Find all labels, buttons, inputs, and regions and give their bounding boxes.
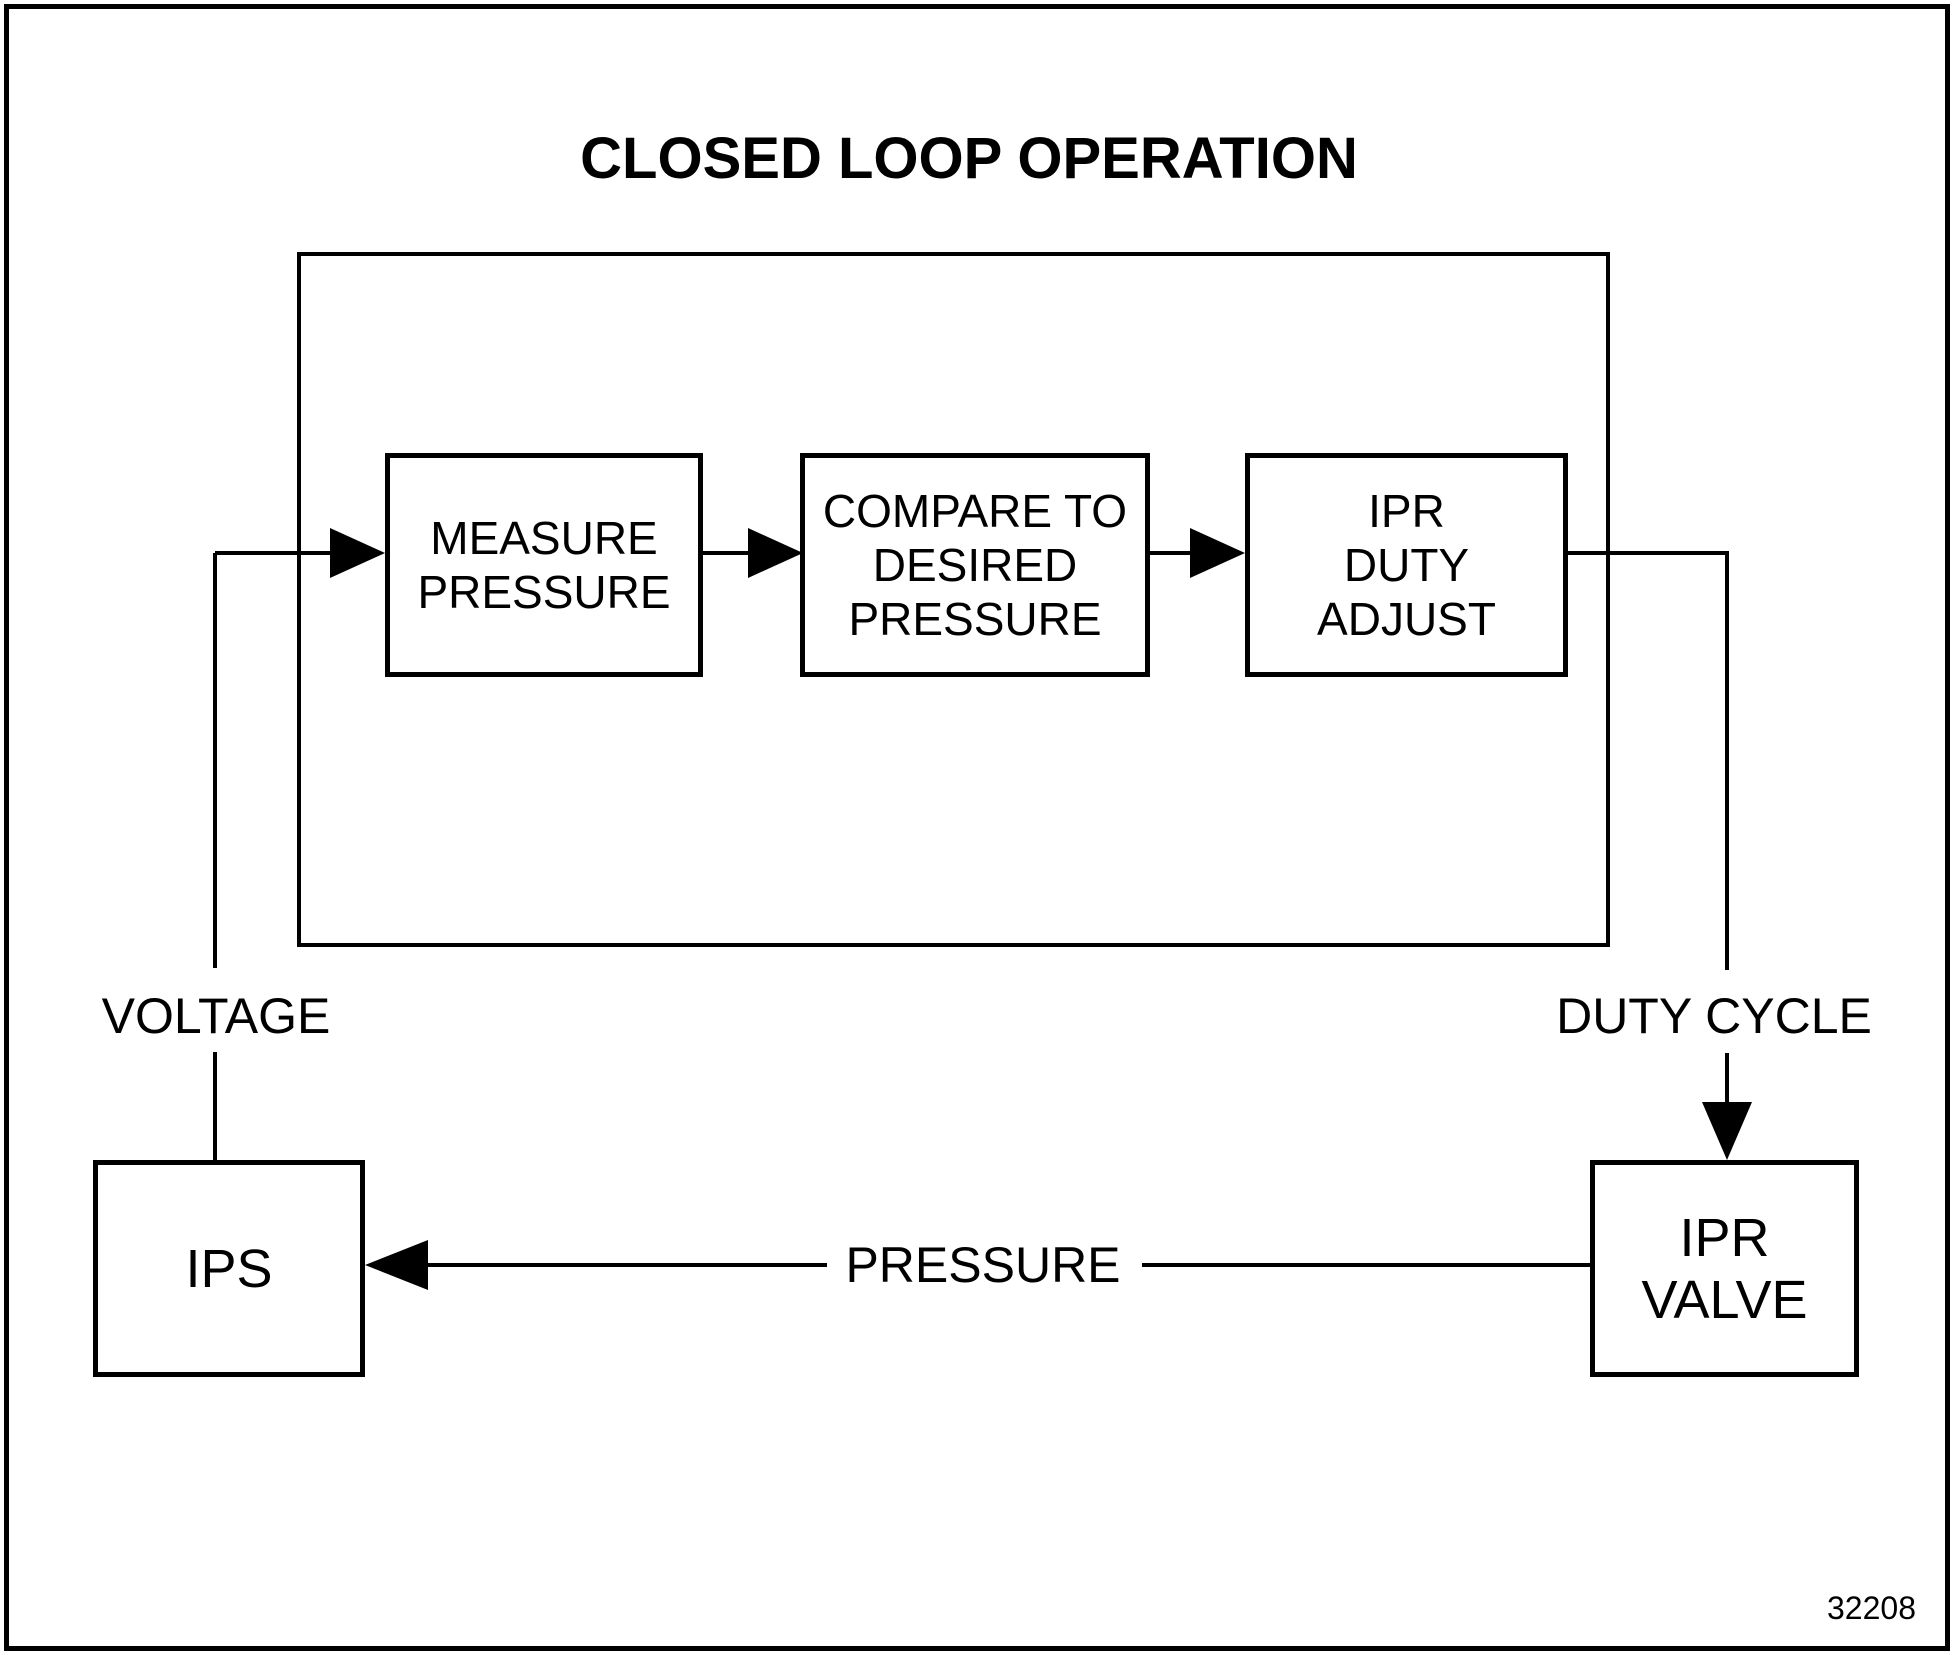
voltage-line-horizontal-segment <box>215 551 335 555</box>
voltage-line-upper-segment <box>213 553 217 968</box>
voltage-line-lower-segment <box>213 1052 217 1160</box>
compare-to-desired-pressure-label: COMPARE TO DESIRED PRESSURE <box>822 485 1128 645</box>
ips-label: IPS <box>185 1238 273 1299</box>
pressure-label: PRESSURE <box>845 1237 1121 1293</box>
measure-to-compare-line <box>703 551 753 555</box>
ipr-valve-label: IPR VALVE <box>1641 1207 1808 1330</box>
diagram-title: CLOSED LOOP OPERATION <box>580 126 1358 191</box>
duty-cycle-line-lower-segment <box>1725 1053 1729 1103</box>
arrowhead-into-ipr-duty-adjust <box>1190 528 1245 578</box>
arrowhead-into-compare <box>748 528 803 578</box>
control-loop-rect <box>297 252 1610 947</box>
arrowhead-into-ips <box>365 1240 428 1290</box>
duty-cycle-label: DUTY CYCLE <box>1556 988 1872 1044</box>
measure-pressure-box: MEASURE PRESSURE <box>385 453 703 677</box>
measure-pressure-label: MEASURE PRESSURE <box>417 512 671 618</box>
ipr-duty-adjust-label: IPR DUTY ADJUST <box>1317 485 1496 645</box>
pressure-line-left-segment <box>428 1263 827 1267</box>
arrowhead-into-measure-pressure <box>330 528 385 578</box>
compare-to-desired-pressure-box: COMPARE TO DESIRED PRESSURE <box>800 453 1150 677</box>
pressure-line-right-segment <box>1142 1263 1590 1267</box>
voltage-label: VOLTAGE <box>101 988 331 1044</box>
outer-border <box>4 4 1950 1651</box>
ipr-valve-box: IPR VALVE <box>1590 1160 1859 1377</box>
duty-cycle-line-horizontal-segment <box>1568 551 1729 555</box>
figure-number: 32208 <box>1827 1590 1916 1626</box>
arrowhead-into-ipr-valve <box>1702 1102 1752 1160</box>
duty-cycle-line-upper-segment <box>1725 553 1729 970</box>
compare-to-duty-line <box>1150 551 1195 555</box>
ipr-duty-adjust-box: IPR DUTY ADJUST <box>1245 453 1568 677</box>
ips-box: IPS <box>93 1160 365 1377</box>
